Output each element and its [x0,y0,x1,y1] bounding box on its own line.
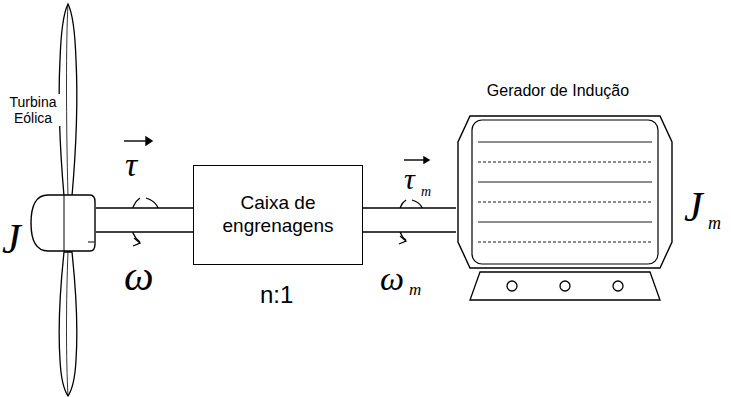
turbine-hub: Turbina Eólica [30,194,96,252]
box-label: Caixa de engrenagens [202,192,354,238]
subscript: m [409,281,421,298]
node-outline [456,112,674,272]
generator-body: Gerador de Indução [456,112,674,272]
node-outline [30,194,96,252]
part-heading: Turbina Eólica [3,94,63,126]
subscript: m [421,185,431,199]
gear-ratio: n:1 [260,283,293,307]
subscript: m [708,214,721,232]
gearbox-box: Caixa de engrenagens [193,165,363,265]
inertia-symbol: J [684,186,703,228]
shaft [96,208,193,232]
part-heading: Gerador de Indução [448,82,668,100]
shaft [363,208,456,232]
vector-arrows [124,137,429,163]
torque-symbol: τ [404,164,415,194]
inertia-symbol: J [2,218,21,260]
generator-base [470,272,660,300]
torque-symbol: τ [125,148,137,182]
speed-symbol: ω [380,262,404,296]
speed-symbol: ω [124,255,154,297]
